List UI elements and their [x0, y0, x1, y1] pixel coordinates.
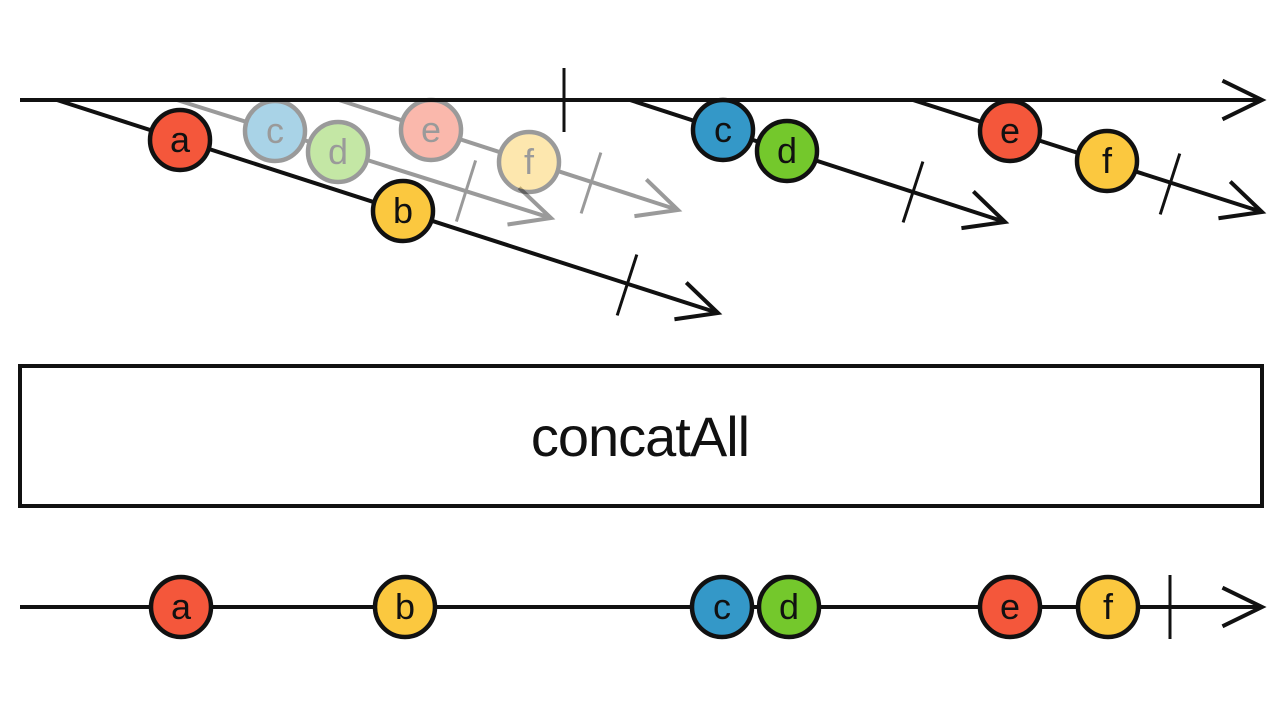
complete-tick: [579, 152, 603, 214]
arrowhead-icon: [507, 186, 556, 227]
complete-tick: [901, 161, 925, 223]
operator-label: concatAll: [531, 405, 749, 468]
marble-a: [148, 574, 214, 640]
marble-b: [370, 178, 436, 244]
timeline-inner-3: ef: [912, 98, 1267, 221]
marble-c: [689, 574, 755, 640]
complete-tick: [1158, 153, 1182, 215]
timeline-inner-2: cd: [629, 97, 1010, 231]
marble-a: [147, 107, 213, 173]
arrowhead-icon: [961, 189, 1010, 231]
marble-f: [496, 129, 562, 195]
marble-e: [977, 98, 1043, 164]
operator-box: [18, 364, 1264, 508]
marble-d: [756, 574, 822, 640]
marble-c: [690, 97, 756, 163]
arrowhead-icon: [1221, 78, 1267, 122]
timeline-line: [338, 98, 675, 211]
marble-f: [1074, 128, 1140, 194]
timeline-source-higher-order: [20, 68, 1267, 132]
marble-d: [305, 119, 371, 185]
marble-b: [372, 574, 438, 640]
arrowhead-icon: [1218, 180, 1267, 221]
marble-e: [977, 574, 1043, 640]
arrowhead-icon: [1221, 585, 1267, 629]
timeline-line: [176, 98, 548, 219]
arrowhead-icon: [634, 178, 683, 219]
complete-tick: [615, 254, 639, 316]
marble-c: [242, 98, 308, 164]
marble-e: [398, 97, 464, 163]
complete-tick: [454, 160, 478, 222]
timeline-inner-1: ab: [56, 98, 723, 322]
timeline-ghost-inner-1: cd: [176, 98, 556, 227]
marble-d: [754, 118, 820, 184]
marble-f: [1075, 574, 1141, 640]
arrowhead-icon: [674, 281, 723, 322]
